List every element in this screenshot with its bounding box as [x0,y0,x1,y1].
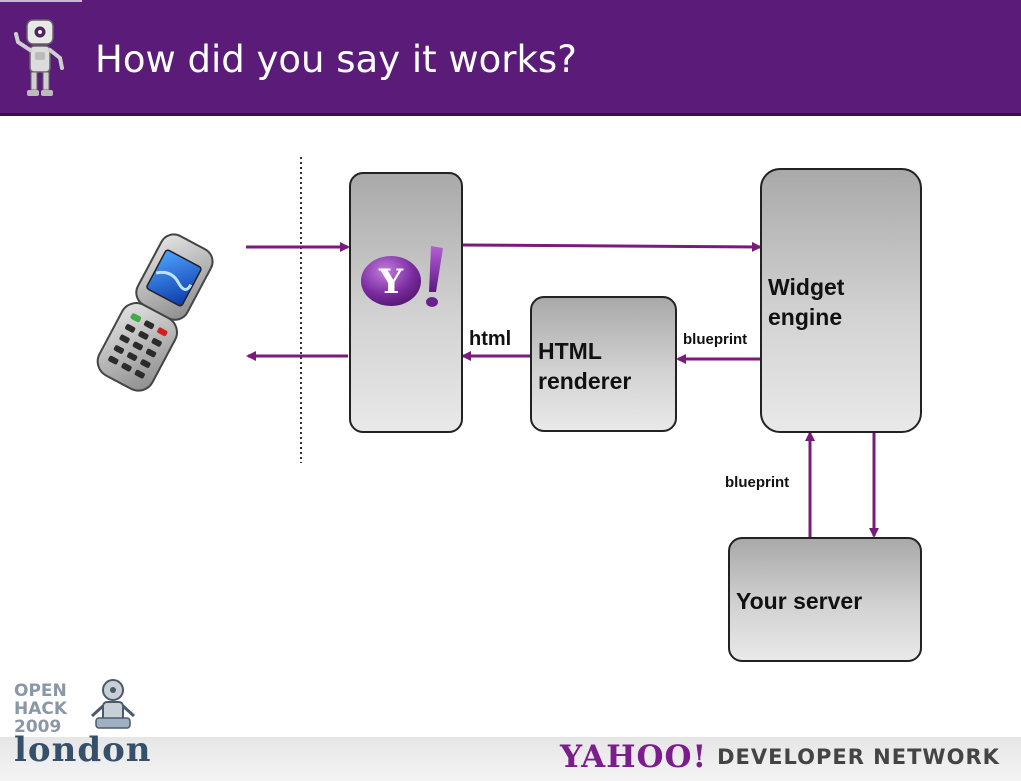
openhack-line-1: OPEN [14,681,67,701]
openhack-line-3: 2009 [14,717,62,737]
london-text: london [14,730,152,770]
mobile-phone-icon [96,233,214,392]
footer-bar [0,737,1021,781]
html-renderer-label: HTML renderer [538,338,632,394]
slide-title: How did you say it works? [95,38,577,81]
html-renderer-box: HTML renderer [530,296,677,432]
your-server-label: Your server [736,588,863,614]
svg-text:Y: Y [378,262,404,302]
yahoo-wordmark: YAHOO! [560,739,708,775]
html-arrow-label: html [469,328,512,350]
widget-engine-label: Widget engine [768,274,845,330]
yahoo-gateway-box: Y [349,172,463,433]
blueprint-arrow-label-top: blueprint [683,331,748,348]
arrow-yahoo-to-widget-engine [462,241,762,252]
openhack-robot-icon [90,679,136,729]
openhack-line-2: HACK [14,699,68,719]
yahoo-developer-network-logo: YAHOO! DEVELOPER NETWORK [560,737,1000,777]
widget-engine-box: Widget engine [760,168,922,433]
blueprint-arrow-label-bottom: blueprint [725,474,790,491]
developer-network-text: DEVELOPER NETWORK [717,745,1000,769]
title-bar: How did you say it works? [0,0,1021,116]
openhack-london-logo: OPEN HACK 2009 [8,674,158,774]
your-server-box: Your server [728,537,922,662]
robot-mascot-icon [14,19,64,96]
yahoo-logo-icon: Y [361,246,443,307]
header-accent-line [0,0,82,2]
